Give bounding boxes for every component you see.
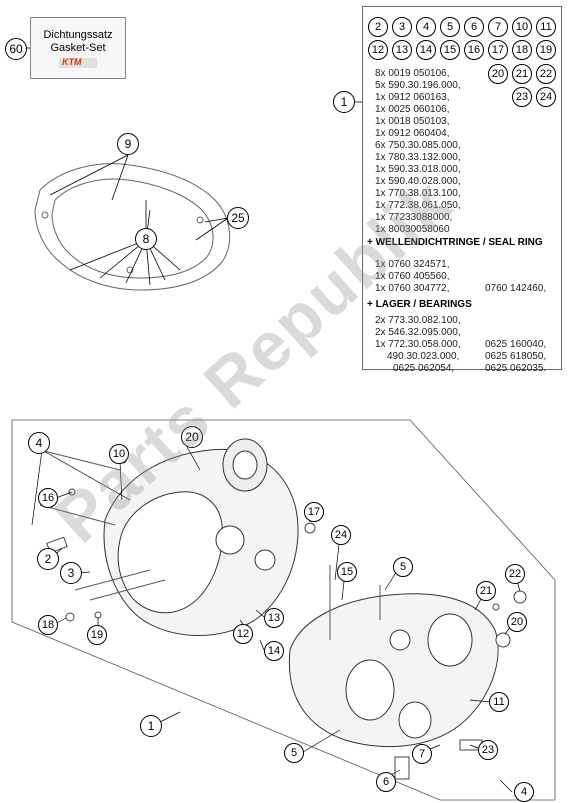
seal-line-extra: 0760 142460, xyxy=(485,283,547,294)
part-line: 1x 0912 060163, xyxy=(375,92,450,103)
part-line: 5x 590.30.196.000, xyxy=(375,80,461,91)
callout-4[interactable]: 4 xyxy=(28,432,50,454)
seal-ring-heading: + WELLENDICHTRINGE / SEAL RING xyxy=(367,237,543,248)
bolts xyxy=(39,449,381,640)
part-line: 1x 0912 060404, xyxy=(375,128,450,139)
callout-16[interactable]: 16 xyxy=(38,488,58,508)
panel-callout-1[interactable]: 1 xyxy=(333,91,355,113)
seal-line: 1x 0760 304772, xyxy=(375,283,450,294)
gasket-leaders xyxy=(49,154,229,286)
list-callout-6[interactable]: 6 xyxy=(464,17,484,37)
gasket-set-title-en: Gasket-Set xyxy=(50,42,106,54)
bearing-line: 2x 546.32.095.000, xyxy=(375,327,461,338)
callout-20b[interactable]: 20 xyxy=(507,612,527,632)
list-callout-19[interactable]: 19 xyxy=(536,40,556,60)
list-callout-5[interactable]: 5 xyxy=(440,17,460,37)
part-line: 1x 0025 060106, xyxy=(375,104,450,115)
list-callout-21[interactable]: 21 xyxy=(512,64,532,84)
callout-11[interactable]: 11 xyxy=(489,692,509,712)
part-line: 6x 750.30.085.000, xyxy=(375,140,461,151)
callout-8[interactable]: 8 xyxy=(135,228,157,250)
callout-13[interactable]: 13 xyxy=(264,608,284,628)
callout-60[interactable]: 60 xyxy=(5,38,27,60)
gasket-set-title-de: Dichtungssatz xyxy=(43,29,113,41)
seal-line: 1x 0760 324571, xyxy=(375,259,450,270)
callout-24[interactable]: 24 xyxy=(331,525,351,545)
list-callout-16[interactable]: 16 xyxy=(464,40,484,60)
list-callout-22[interactable]: 22 xyxy=(536,64,556,84)
callout-12[interactable]: 12 xyxy=(233,624,253,644)
list-callout-12[interactable]: 12 xyxy=(368,40,388,60)
ktm-logo: KTM xyxy=(59,57,97,68)
list-callout-11[interactable]: 11 xyxy=(536,17,556,37)
callout-14[interactable]: 14 xyxy=(264,641,284,661)
bearing-line: 0625 062054, xyxy=(393,363,455,374)
part-line: 1x 780.33.132.000, xyxy=(375,152,461,163)
callout-6[interactable]: 6 xyxy=(376,772,396,792)
crankcase-gasket xyxy=(34,163,231,291)
part-line: 1x 80030058060 xyxy=(375,224,450,235)
callout-4b[interactable]: 4 xyxy=(514,782,534,802)
bearing-line-extra: 0625 618050, xyxy=(485,351,547,362)
parts-list-panel: 2 3 4 5 6 7 10 11 12 13 14 15 16 17 18 1… xyxy=(362,6,562,374)
seal-line: 1x 0760 405560, xyxy=(375,271,450,282)
bearing-line-extra: 0625 062035. xyxy=(485,363,547,374)
list-callout-14[interactable]: 14 xyxy=(416,40,436,60)
callout-17[interactable]: 17 xyxy=(304,502,324,522)
list-callout-23[interactable]: 23 xyxy=(512,87,532,107)
callout-1[interactable]: 1 xyxy=(140,715,162,737)
callout-3[interactable]: 3 xyxy=(60,562,82,584)
part-line: 1x 590.33.018.000, xyxy=(375,164,461,175)
list-callout-20[interactable]: 20 xyxy=(488,64,508,84)
callout-22[interactable]: 22 xyxy=(505,564,525,584)
list-callout-4[interactable]: 4 xyxy=(416,17,436,37)
bearing-line: 1x 772.30.058.000, xyxy=(375,339,461,350)
callout-5b[interactable]: 5 xyxy=(284,743,304,763)
list-callout-15[interactable]: 15 xyxy=(440,40,460,60)
list-callout-2[interactable]: 2 xyxy=(368,17,388,37)
callout-20[interactable]: 20 xyxy=(181,426,203,448)
list-callout-18[interactable]: 18 xyxy=(512,40,532,60)
gasket-set-box: Dichtungssatz Gasket-Set KTM xyxy=(30,17,126,79)
bearing-line-extra: 0625 160040, xyxy=(485,339,547,350)
ktm-logo-text: KTM xyxy=(62,57,82,67)
callout-19[interactable]: 19 xyxy=(87,625,107,645)
part-line: 1x 0018 050103, xyxy=(375,116,450,127)
callout-10[interactable]: 10 xyxy=(109,444,129,464)
callout-18[interactable]: 18 xyxy=(38,615,58,635)
part-line: 1x 77233088000, xyxy=(375,212,453,223)
bearing-line: 2x 773.30.082.100, xyxy=(375,315,461,326)
callout-23[interactable]: 23 xyxy=(478,740,498,760)
callout-25[interactable]: 25 xyxy=(227,207,249,229)
list-callout-3[interactable]: 3 xyxy=(392,17,412,37)
part-line: 1x 590.40.028.000, xyxy=(375,176,461,187)
callout-9[interactable]: 9 xyxy=(117,133,139,155)
part-line: 1x 772.38.061.050, xyxy=(375,200,461,211)
bearings-heading: + LAGER / BEARINGS xyxy=(367,299,472,310)
list-callout-24[interactable]: 24 xyxy=(536,87,556,107)
bearing-line: 490.30.023.000, xyxy=(387,351,460,362)
part-line: 1x 770.38.013.100, xyxy=(375,188,461,199)
list-callout-13[interactable]: 13 xyxy=(392,40,412,60)
left-crankcase-half xyxy=(103,438,299,636)
list-callout-17[interactable]: 17 xyxy=(488,40,508,60)
small-parts xyxy=(46,456,527,780)
list-callout-7[interactable]: 7 xyxy=(488,17,508,37)
callout-7[interactable]: 7 xyxy=(412,744,432,764)
assembly-frame xyxy=(11,419,556,801)
right-crankcase-half xyxy=(288,593,499,748)
callout-2[interactable]: 2 xyxy=(37,548,59,570)
part-line: 8x 0019 050106, xyxy=(375,68,450,79)
callout-21[interactable]: 21 xyxy=(476,581,496,601)
callout-15[interactable]: 15 xyxy=(337,562,357,582)
callout-5[interactable]: 5 xyxy=(393,557,413,577)
list-callout-10[interactable]: 10 xyxy=(512,17,532,37)
